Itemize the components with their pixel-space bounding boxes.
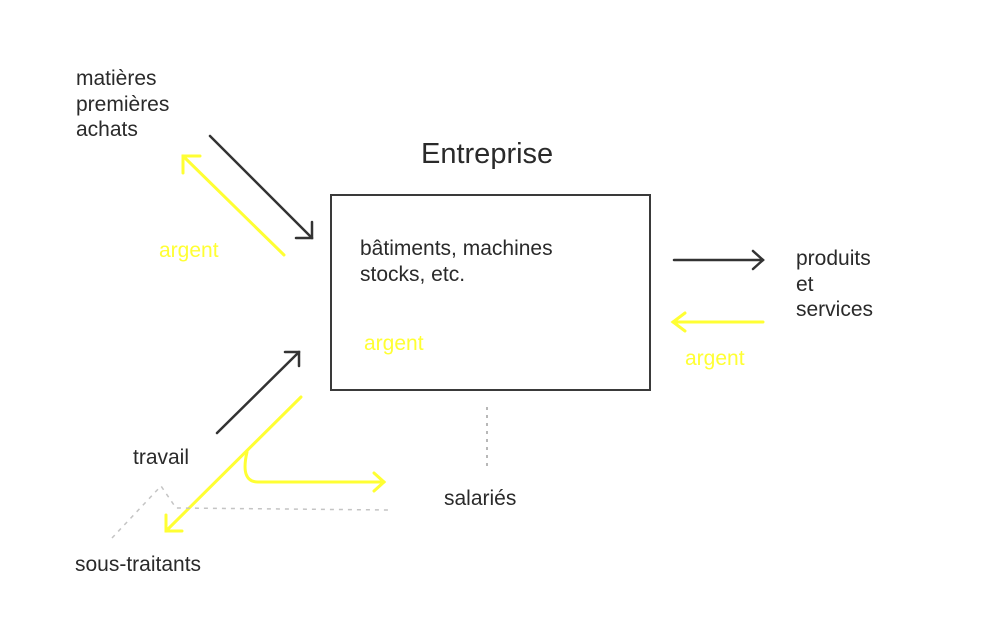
purchases-in-arrow [208,134,314,240]
money-from-customers-arrow [670,311,765,333]
labour-label: travail [133,446,190,469]
money-to-suppliers-arrow [181,154,286,257]
products-out-arrow [672,249,765,271]
outputs-money-label: argent [685,347,745,370]
diagram-title: Entreprise [421,138,554,170]
outputs-line-1: produits [796,247,871,270]
labour-in-arrow [215,350,301,435]
box-assets-label: bâtiments, machines stocks, etc. [360,236,553,287]
inputs-line-1: matières [76,67,157,90]
box-money-label: argent [364,332,424,355]
box-assets-line-2: stocks, etc. [360,262,466,286]
outputs-label: produits et services [796,246,873,323]
dotted-connector-subcontractors [111,484,391,539]
inputs-money-label: argent [159,239,219,262]
employees-label: salariés [444,487,517,510]
money-to-employees-arrow [243,450,387,493]
inputs-line-2: premières [76,92,170,116]
outputs-line-2: et [796,272,814,296]
inputs-label: matières premières achats [76,66,169,143]
inputs-line-3: achats [76,118,138,142]
box-assets-line-1: bâtiments, machines [360,237,553,260]
outputs-line-3: services [796,298,874,322]
subcontractors-label: sous-traitants [75,553,202,576]
enterprise-box [330,194,651,391]
